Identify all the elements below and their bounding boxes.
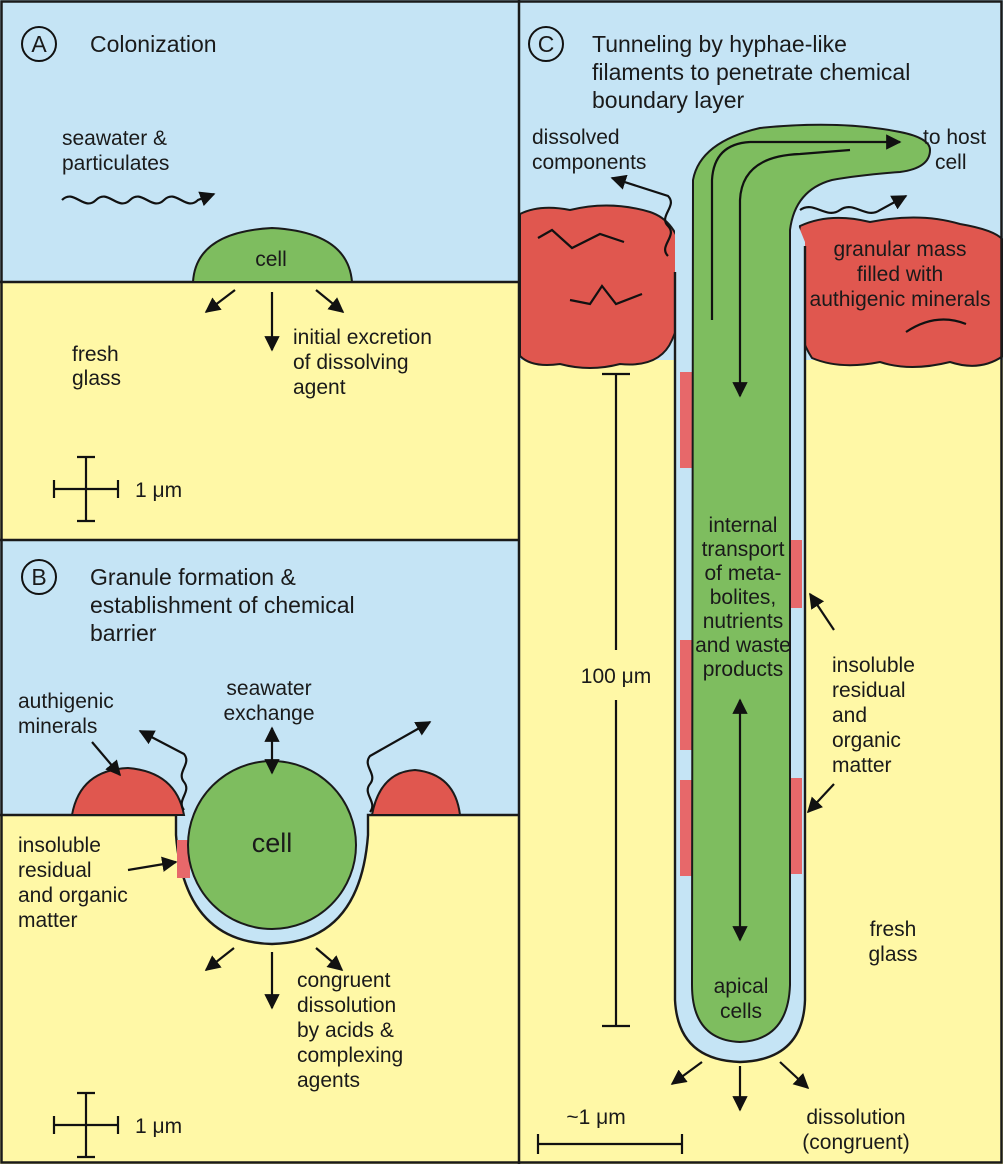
panel-c-apical-label-2: cells: [720, 1000, 762, 1023]
panel-c-apical-label-1: apical: [714, 975, 769, 998]
panel-c-transport-label-3: of meta-: [704, 562, 781, 585]
panel-a-scale-label: 1 μm: [135, 479, 182, 502]
panel-b-residual-label-4: matter: [18, 909, 78, 932]
panel-c-granular-label-2: filled with: [857, 263, 943, 286]
panel-a-excretion-label-1: initial excretion: [293, 326, 432, 349]
panel-c-glass-label-1: fresh: [870, 918, 917, 941]
panel-a-cell-label: cell: [255, 248, 287, 271]
panel-c-title-3: boundary layer: [592, 87, 744, 113]
panel-c-title-1: Tunneling by hyphae-like: [592, 31, 847, 57]
panel-c-glass-label-2: glass: [868, 943, 917, 966]
panel-c-transport-label-5: nutrients: [703, 610, 784, 633]
panel-a-glass: [0, 282, 518, 540]
panel-c-transport-label-2: transport: [702, 538, 785, 561]
panel-b-title-1: Granule formation &: [90, 564, 296, 590]
panel-c-scale-1-label: ~1 μm: [566, 1106, 625, 1129]
panel-b-dissolution-label-2: dissolution: [297, 994, 396, 1017]
panel-b-title-3: barrier: [90, 620, 157, 646]
panel-a-excretion-label-3: agent: [293, 376, 346, 399]
panel-b: cell B Granule formation & establishment…: [0, 540, 518, 1164]
panel-c-residual-label-2: residual: [832, 679, 906, 702]
panel-c-transport-label-6: and waste: [695, 634, 791, 657]
panel-b-cell-label: cell: [252, 828, 293, 858]
panel-b-dissolution-label-4: complexing: [297, 1044, 403, 1067]
panel-c-to-host-label-2: cell: [935, 151, 967, 174]
panel-b-title-2: establishment of chemical: [90, 592, 355, 618]
panel-c-transport-label-4: bolites,: [710, 586, 777, 609]
panel-a-seawater-label-2: particulates: [62, 152, 169, 175]
panel-a-seawater-label-1: seawater &: [62, 127, 167, 150]
panel-b-residual-label-3: and organic: [18, 884, 128, 907]
panel-a-glass-label-1: fresh: [72, 343, 119, 366]
panel-c-dissolution-label-2: (congruent): [802, 1131, 909, 1154]
panel-c-dissolution-label-1: dissolution: [806, 1106, 905, 1129]
panel-a-letter: A: [31, 31, 47, 57]
panel-b-exchange-label-2: exchange: [223, 702, 314, 725]
panel-c-dissolved-label-1: dissolved: [532, 126, 620, 149]
panel-c-residual-label-5: matter: [832, 754, 892, 777]
panel-c-dissolved-label-2: components: [532, 151, 646, 174]
panel-c-letter: C: [538, 31, 555, 57]
panel-b-scale-label: 1 μm: [135, 1115, 182, 1138]
panel-b-exchange-label-1: seawater: [226, 677, 311, 700]
panel-b-residual-label-1: insoluble: [18, 834, 101, 857]
panel-c-transport-label-7: products: [703, 658, 784, 681]
panel-b-dissolution-label-5: agents: [297, 1069, 360, 1092]
panel-c: C Tunneling by hyphae-like filaments to …: [520, 0, 1003, 1164]
panel-c-title-2: filaments to penetrate chemical: [592, 59, 910, 85]
panel-c-granular-label-1: granular mass: [833, 238, 966, 261]
panel-b-dissolution-label-3: by acids &: [297, 1019, 394, 1042]
panel-a-title: Colonization: [90, 31, 217, 57]
panel-c-granular-label-3: authigenic minerals: [810, 288, 991, 311]
panel-c-residual-label-1: insoluble: [832, 654, 915, 677]
panel-a: A Colonization seawater & particulates c…: [0, 0, 518, 540]
panel-c-residual-label-4: organic: [832, 729, 901, 752]
panel-b-dissolution-label-1: congruent: [297, 969, 391, 992]
panel-c-transport-label-1: internal: [709, 514, 778, 537]
panel-b-authigenic-label-1: authigenic: [18, 690, 114, 713]
panel-c-residual-label-3: and: [832, 704, 867, 727]
panel-b-residual-label-2: residual: [18, 859, 92, 882]
panel-b-authigenic-label-2: minerals: [18, 715, 97, 738]
panel-a-excretion-label-2: of dissolving: [293, 351, 409, 374]
panel-c-to-host-label-1: to host: [923, 126, 986, 149]
panel-a-glass-label-2: glass: [72, 367, 121, 390]
panel-b-letter: B: [31, 564, 46, 590]
panel-c-scale-100-label: 100 μm: [581, 665, 651, 688]
